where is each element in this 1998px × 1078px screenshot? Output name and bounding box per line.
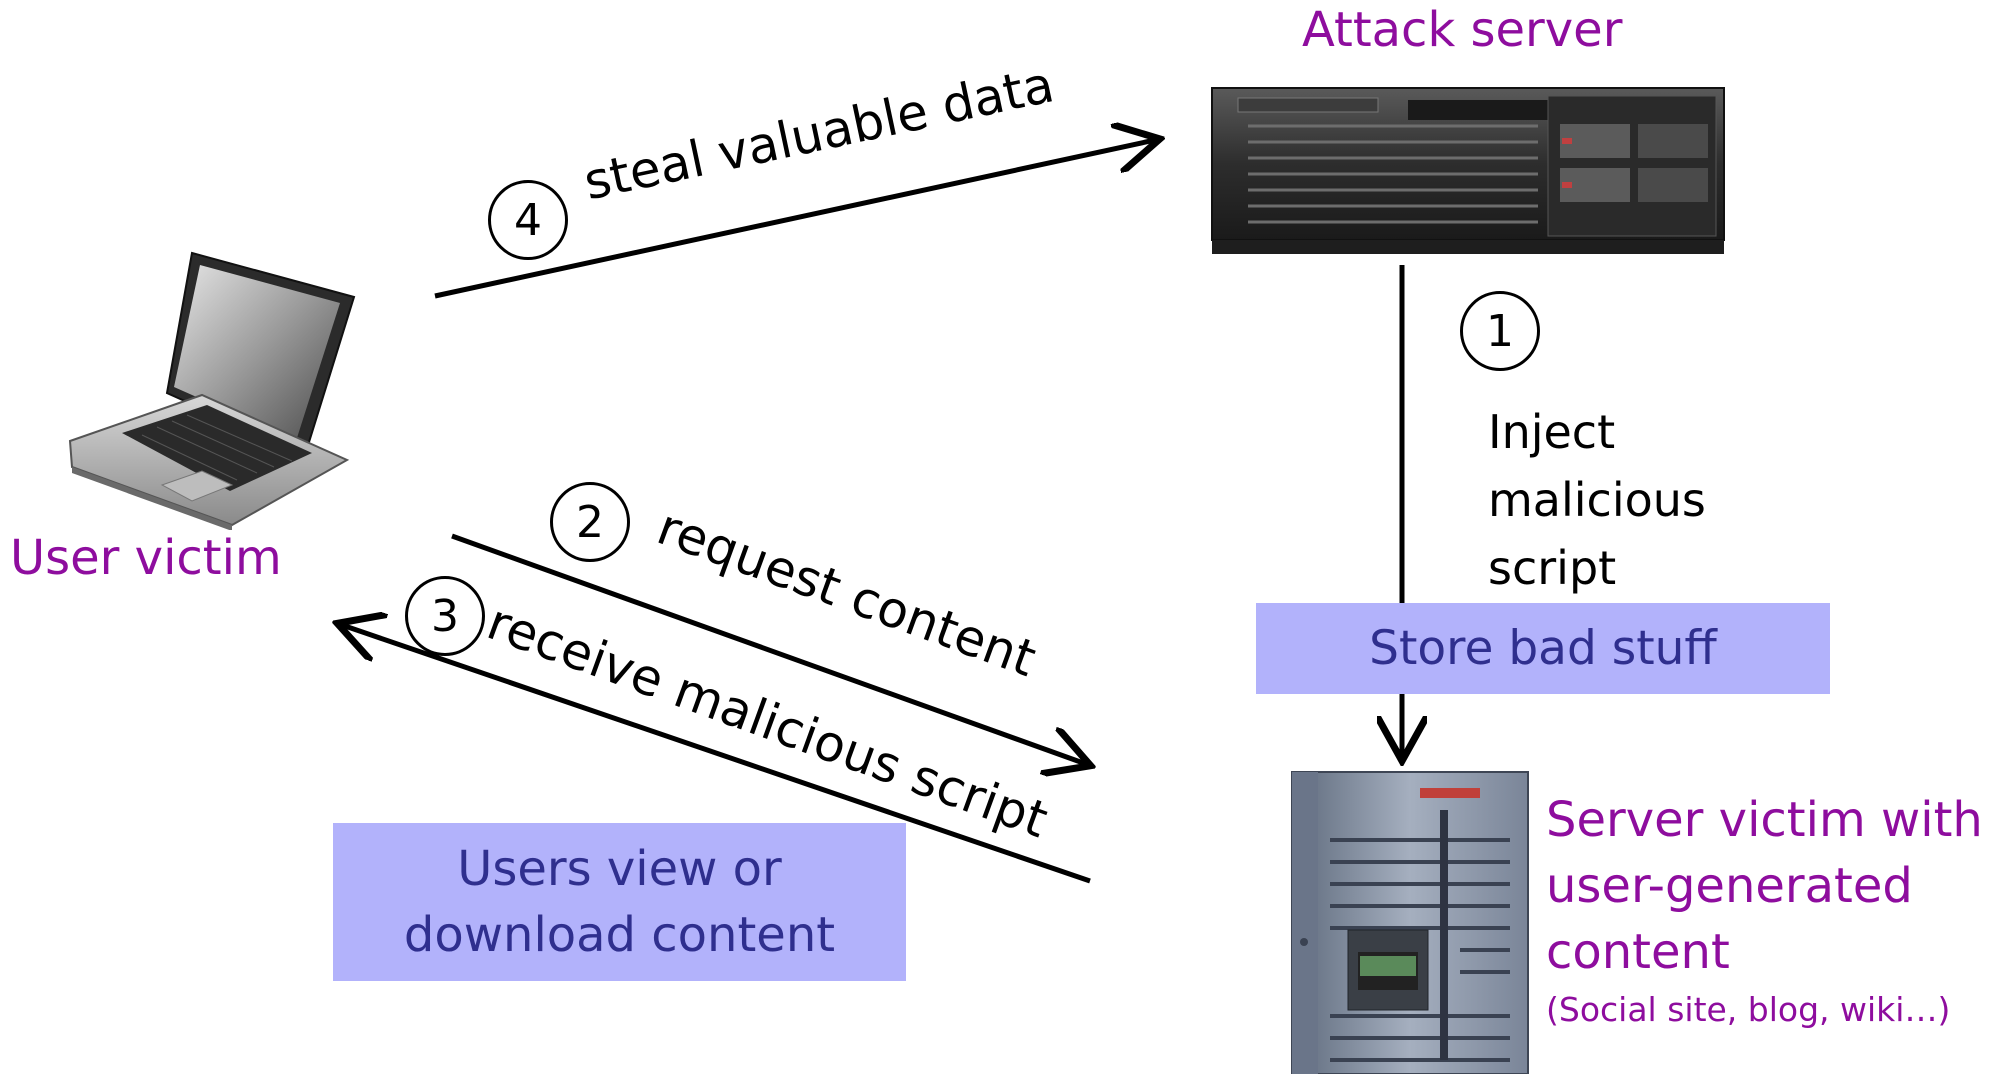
arrow-step3 (342, 625, 1091, 884)
step1-label-line: Inject (1488, 405, 1616, 459)
step2-number-badge: 2 (550, 482, 630, 562)
step1-number-badge: 1 (1460, 291, 1540, 371)
step1-label-line: script (1488, 541, 1617, 595)
step1-label-line: malicious (1488, 473, 1706, 527)
arrow-step4 (434, 140, 1155, 299)
user-victim-node (62, 245, 392, 531)
step4-number-badge: 4 (488, 180, 568, 260)
users-view-box-line: Users view or (457, 841, 782, 897)
laptop-icon (68, 251, 356, 531)
step3-number-badge: 3 (405, 576, 485, 656)
user-victim-label: User victim (10, 530, 282, 586)
server-victim-label-line: Server victim with (1546, 792, 1983, 848)
store-box-label: Store bad stuff (1369, 621, 1717, 676)
users-view-box: Users view or download content (333, 823, 906, 981)
users-view-box-line: download content (403, 907, 836, 963)
attack-server-label: Attack server (1302, 2, 1623, 58)
store-box: Store bad stuff (1256, 603, 1830, 694)
rack-server-icon (1211, 87, 1725, 254)
server-victim-node (1290, 770, 1530, 1075)
attack-server-node (1208, 84, 1728, 259)
server-victim-note: (Social site, blog, wiki…) (1546, 990, 1951, 1029)
tower-server-icon (1291, 771, 1529, 1075)
step1-label: Inject malicious script (1488, 398, 1706, 602)
server-victim-label-line: user-generated (1546, 858, 1913, 914)
server-victim-label: Server victim with user-generated conten… (1546, 787, 1983, 985)
arrow-step2 (451, 533, 1086, 764)
server-victim-label-line: content (1546, 924, 1730, 980)
